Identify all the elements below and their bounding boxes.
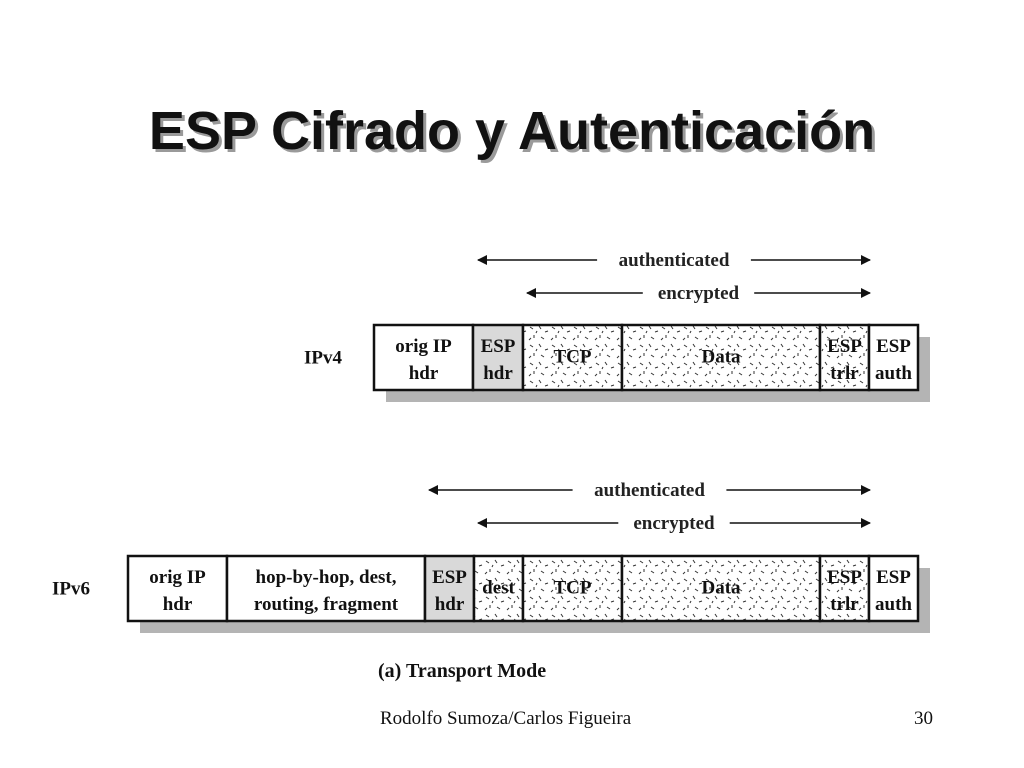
authenticated-range-label: authenticated <box>619 250 730 271</box>
packet-field-label: ESP <box>481 336 516 357</box>
packet-field-label: dest <box>482 578 515 599</box>
packet-field <box>620 323 822 392</box>
packet-field-label: auth <box>875 363 912 384</box>
packet-field <box>867 323 920 392</box>
footer-author: Rodolfo Sumoza/Carlos Figueira <box>380 708 632 729</box>
packet-field-label: ESP <box>827 567 862 588</box>
packet-field-label: ESP <box>827 336 862 357</box>
packet-field-label: ESP <box>876 336 911 357</box>
encrypted-range-label: encrypted <box>658 283 740 304</box>
packet-field-label: auth <box>875 594 912 615</box>
ipv6-packet-diagram: orig IP hdr hop-by-hop, dest, routing, frag… <box>52 480 930 633</box>
packet-field <box>372 323 475 392</box>
packet-field-label: Data <box>701 347 741 368</box>
packet-field <box>472 554 525 623</box>
packet-field <box>126 554 229 623</box>
packet-field-label: trlr <box>830 363 859 384</box>
transport-mode-caption: (a) Transport Mode <box>378 660 546 682</box>
packet-field-label: hop-by-hop, dest, <box>256 567 397 588</box>
packet-field-label: TCP <box>554 347 592 368</box>
packet-field <box>818 323 871 392</box>
packet-field-label: ESP <box>876 567 911 588</box>
packet-field <box>423 554 476 623</box>
page-number: 30 <box>914 708 933 729</box>
ip-version-label: IPv6 <box>52 579 90 600</box>
packet-field <box>521 554 624 623</box>
packet-field-label: hdr <box>409 363 439 384</box>
packet-field <box>818 554 871 623</box>
packet-field-label: orig IP <box>149 567 206 588</box>
packet-field-label: trlr <box>830 594 859 615</box>
packet-field-label: hdr <box>163 594 193 615</box>
packet-field-label: routing, fragment <box>254 594 399 615</box>
packet-field <box>867 554 920 623</box>
packet-field-label: TCP <box>554 578 592 599</box>
ip-version-label: IPv4 <box>304 348 343 369</box>
packet-field-label: hdr <box>435 594 465 615</box>
authenticated-range-label: authenticated <box>594 480 705 501</box>
packet-field-label: ESP <box>432 567 467 588</box>
packet-field-label: hdr <box>483 363 513 384</box>
encrypted-range-label: encrypted <box>633 513 715 534</box>
packet-field-label: Data <box>701 578 741 599</box>
ipv4-packet-diagram: orig IP hdr ESP hdr TCP Data ESP trlr ESP auth IPv… <box>304 250 930 402</box>
packet-field-label: orig IP <box>395 336 452 357</box>
slide-title: ESP Cifrado y Autenticación <box>148 101 876 161</box>
